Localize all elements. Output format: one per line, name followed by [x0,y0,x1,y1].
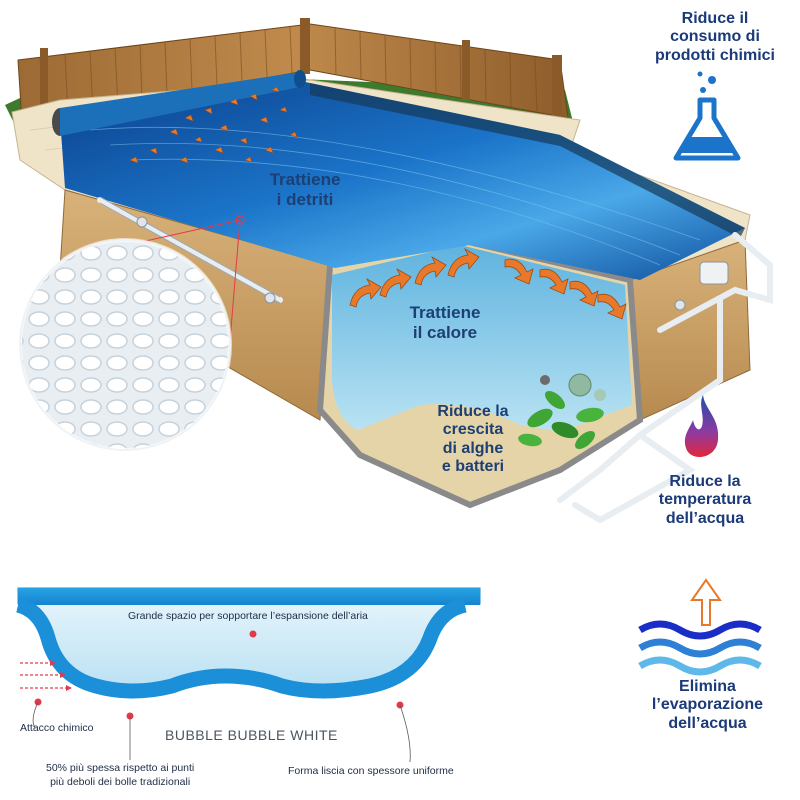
label-heat-line2: il calore [412,322,478,342]
pool-tile-band [310,83,745,238]
label-temperature: Riduce la temperatura dell’acqua [630,473,780,528]
cover-reel [52,70,306,136]
label-air-space: Grande spazio per sopportare l’espansion… [128,610,368,622]
label-heat: Trattiene il calore [390,303,500,342]
pool-cover-surface [60,82,745,280]
brand-name: BUBBLE BUBBLE WHITE [165,727,338,743]
label-algae-line3: di alghe [442,439,504,457]
label-smooth-shape: Forma liscia con spessore uniforme [288,765,454,777]
label-chemicals: Riduce il consumo di prodotti chimici [640,10,790,65]
label-chemicals-line1: Riduce il [681,10,749,27]
algae-bacteria-cluster [518,373,606,449]
label-thicker-line1: 50% più spessa rispetto ai punti [46,762,195,774]
label-temperature-line2: temperatura [658,491,752,509]
plumbing-pipes-outline [99,196,281,304]
plumbing-pipes [97,197,773,524]
label-algae-line1: Riduce la [437,403,509,420]
label-algae: Riduce la crescita di alghe e batteri [418,403,528,477]
flask-icon [673,71,741,161]
heat-retention-arrows [349,247,627,320]
label-algae-line4: e batteri [441,458,505,476]
label-temperature-line3: dell’acqua [665,509,745,527]
label-chemicals-line3: prodotti chimici [655,46,775,64]
label-evaporation-line3: dell’acqua [668,714,747,732]
label-chemical-attack: Attacco chimico [20,722,94,734]
label-evaporation-line2: l’evaporazione [651,696,764,714]
bubble-texture-zoom [18,215,245,452]
label-debris-line2: i detriti [276,189,334,209]
label-heat-line1: Trattiene [409,303,481,322]
label-debris: Trattiene i detriti [250,170,360,209]
flame-icon [684,395,719,458]
leaf-debris [129,86,298,164]
label-algae-line2: crescita [442,421,504,439]
label-temperature-line1: Riduce la [669,473,741,490]
label-evaporation: Elimina l’evaporazione dell’acqua [625,678,790,733]
label-chemicals-line2: consumo di [670,28,760,46]
cover-cross-section [15,587,481,763]
label-thicker-line2: più deboli dei bolle tradizionali [50,775,191,788]
pool-water-cutaway [332,245,632,432]
label-debris-line1: Trattiene [269,170,341,189]
label-evaporation-line1: Elimina [679,678,736,695]
pool-pump [699,261,729,285]
evaporation-icon [638,578,762,676]
label-thicker: 50% più spessa rispetto ai punti più deb… [46,762,194,789]
